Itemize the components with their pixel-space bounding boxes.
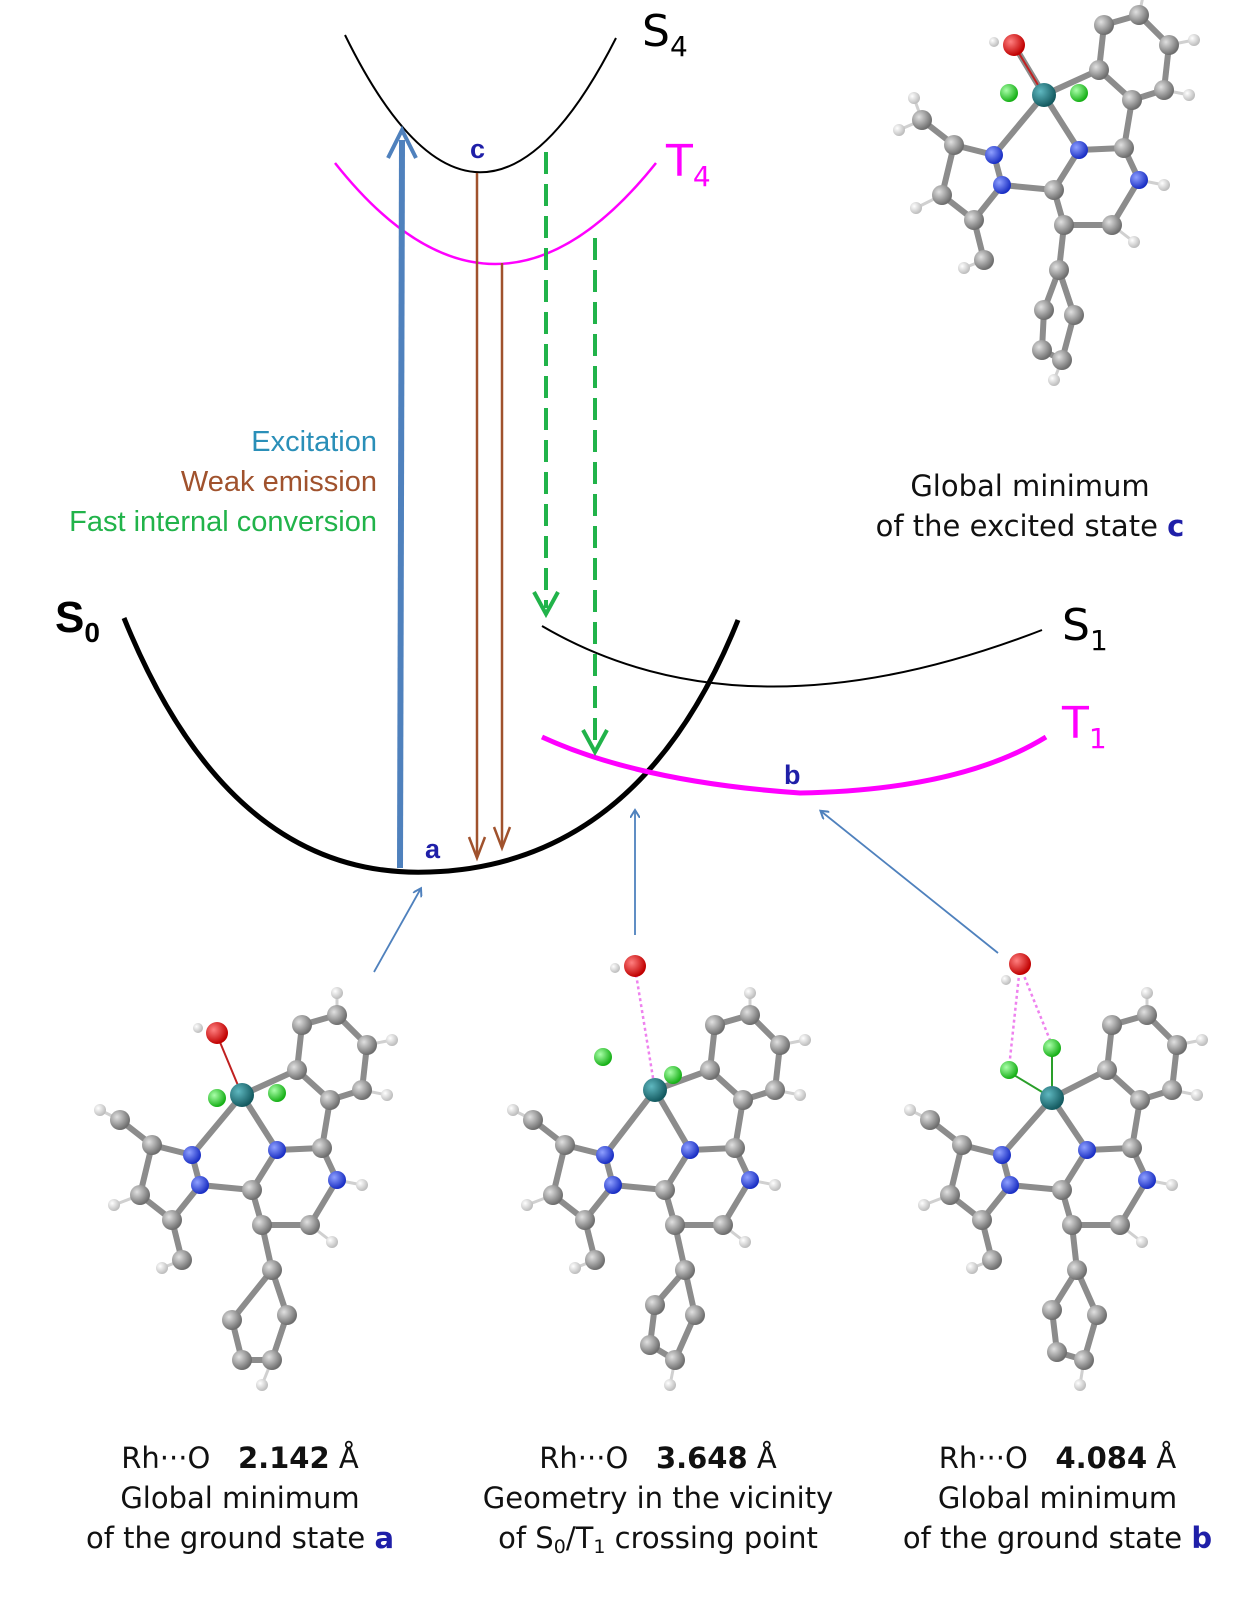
- emission-arrow-1: [467, 173, 487, 862]
- s4-curve: [344, 34, 617, 174]
- pointer-arrow-a: [373, 890, 420, 973]
- legend-weak-emission: Weak emission: [180, 466, 377, 498]
- molecule-structure-b: [904, 953, 1208, 1391]
- point-label-b: b: [784, 760, 801, 790]
- legend-fast-internal-conversion: Fast internal conversion: [69, 506, 377, 538]
- t4-curve: [334, 162, 657, 266]
- internal-conversion-arrow-2: [581, 238, 609, 757]
- caption-ground-state-a: Rh···O 2.142 Å Global minimum of the gro…: [85, 1441, 395, 1556]
- molecule-structure-c: [893, 0, 1200, 386]
- label-s1: S1: [1062, 600, 1108, 657]
- label-s4: S4: [642, 6, 688, 63]
- label-t1: T1: [1062, 698, 1107, 755]
- caption-crossing-point: Rh···O 3.648 Å Geometry in the vicinity …: [482, 1441, 834, 1559]
- point-label-a: a: [425, 834, 441, 864]
- molecule-structure-a: [94, 987, 398, 1391]
- point-label-c: c: [470, 134, 486, 164]
- excitation-arrow: [386, 125, 418, 869]
- internal-conversion-arrow-1: [532, 152, 560, 619]
- caption-ground-state-b: Rh···O 4.084 Å Global minimum of the gro…: [902, 1441, 1213, 1556]
- legend-excitation: Excitation: [251, 426, 377, 458]
- label-s0: S0: [55, 593, 100, 648]
- molecule-structure-crossing: [507, 955, 811, 1391]
- emission-arrow-2: [492, 263, 512, 852]
- s0-curve: [121, 617, 741, 875]
- label-t4: T4: [666, 136, 711, 193]
- s1-curve: [541, 625, 1043, 688]
- t1-curve: [540, 734, 1048, 796]
- pointer-arrow-b: [822, 812, 999, 954]
- caption-excited-state-c: Global minimum of the excited state c: [875, 469, 1185, 544]
